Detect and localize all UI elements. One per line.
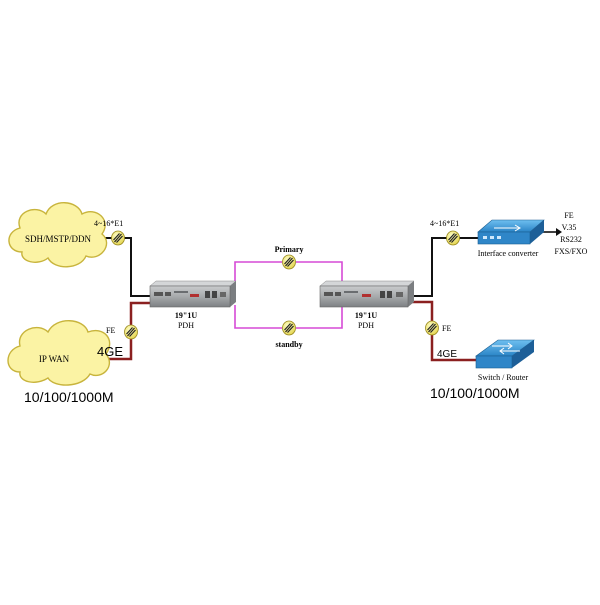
left-ge-label: 4GE: [97, 344, 123, 359]
standby-label: standby: [275, 340, 302, 349]
converter-output-rs232: RS232: [560, 235, 582, 244]
switch-router-device: [475, 339, 535, 369]
converter-output-v35: V.35: [562, 223, 577, 232]
interface-converter-device: [477, 219, 545, 245]
right-fe-label: FE: [442, 324, 451, 333]
left-pdh-device: [149, 280, 237, 308]
cloud-sdh-mstp-ddn: [8, 202, 108, 268]
cloud-sdh-label: SDH/MSTP/DDN: [25, 234, 92, 244]
right-e1-label: 4~16*E1: [430, 219, 459, 228]
primary-label: Primary: [275, 245, 304, 254]
right-device-model: 19"1U: [355, 311, 377, 320]
right-ge-link: [410, 300, 476, 362]
standby-link: [234, 305, 343, 329]
left-speed-label: 10/100/1000M: [24, 389, 114, 405]
right-pdh-device: [319, 280, 415, 308]
right-e1-link: [410, 237, 478, 297]
left-device-type: PDH: [178, 321, 194, 330]
left-fe-surge-icon: [123, 324, 139, 340]
converter-output-fe: FE: [564, 211, 573, 220]
right-ge-label: 4GE: [437, 349, 457, 360]
cloud-ip-label: IP WAN: [39, 354, 70, 364]
right-speed-label: 10/100/1000M: [430, 385, 520, 401]
converter-output-arrowhead: [556, 228, 562, 236]
switch-router-label: Switch / Router: [478, 373, 529, 382]
primary-surge-icon: [281, 254, 297, 270]
interface-converter-label: Interface converter: [478, 249, 539, 258]
left-device-model: 19"1U: [175, 311, 197, 320]
converter-output-fxs-fxo: FXS/FXO: [555, 247, 588, 256]
right-fe-surge-icon: [424, 320, 440, 336]
left-e1-surge-icon: [110, 230, 126, 246]
left-fe-label: FE: [106, 326, 115, 335]
cloud-ip-wan: [7, 320, 111, 386]
left-e1-label: 4~16*E1: [94, 219, 123, 228]
right-device-type: PDH: [358, 321, 374, 330]
right-e1-surge-icon: [445, 230, 461, 246]
standby-surge-icon: [281, 320, 297, 336]
